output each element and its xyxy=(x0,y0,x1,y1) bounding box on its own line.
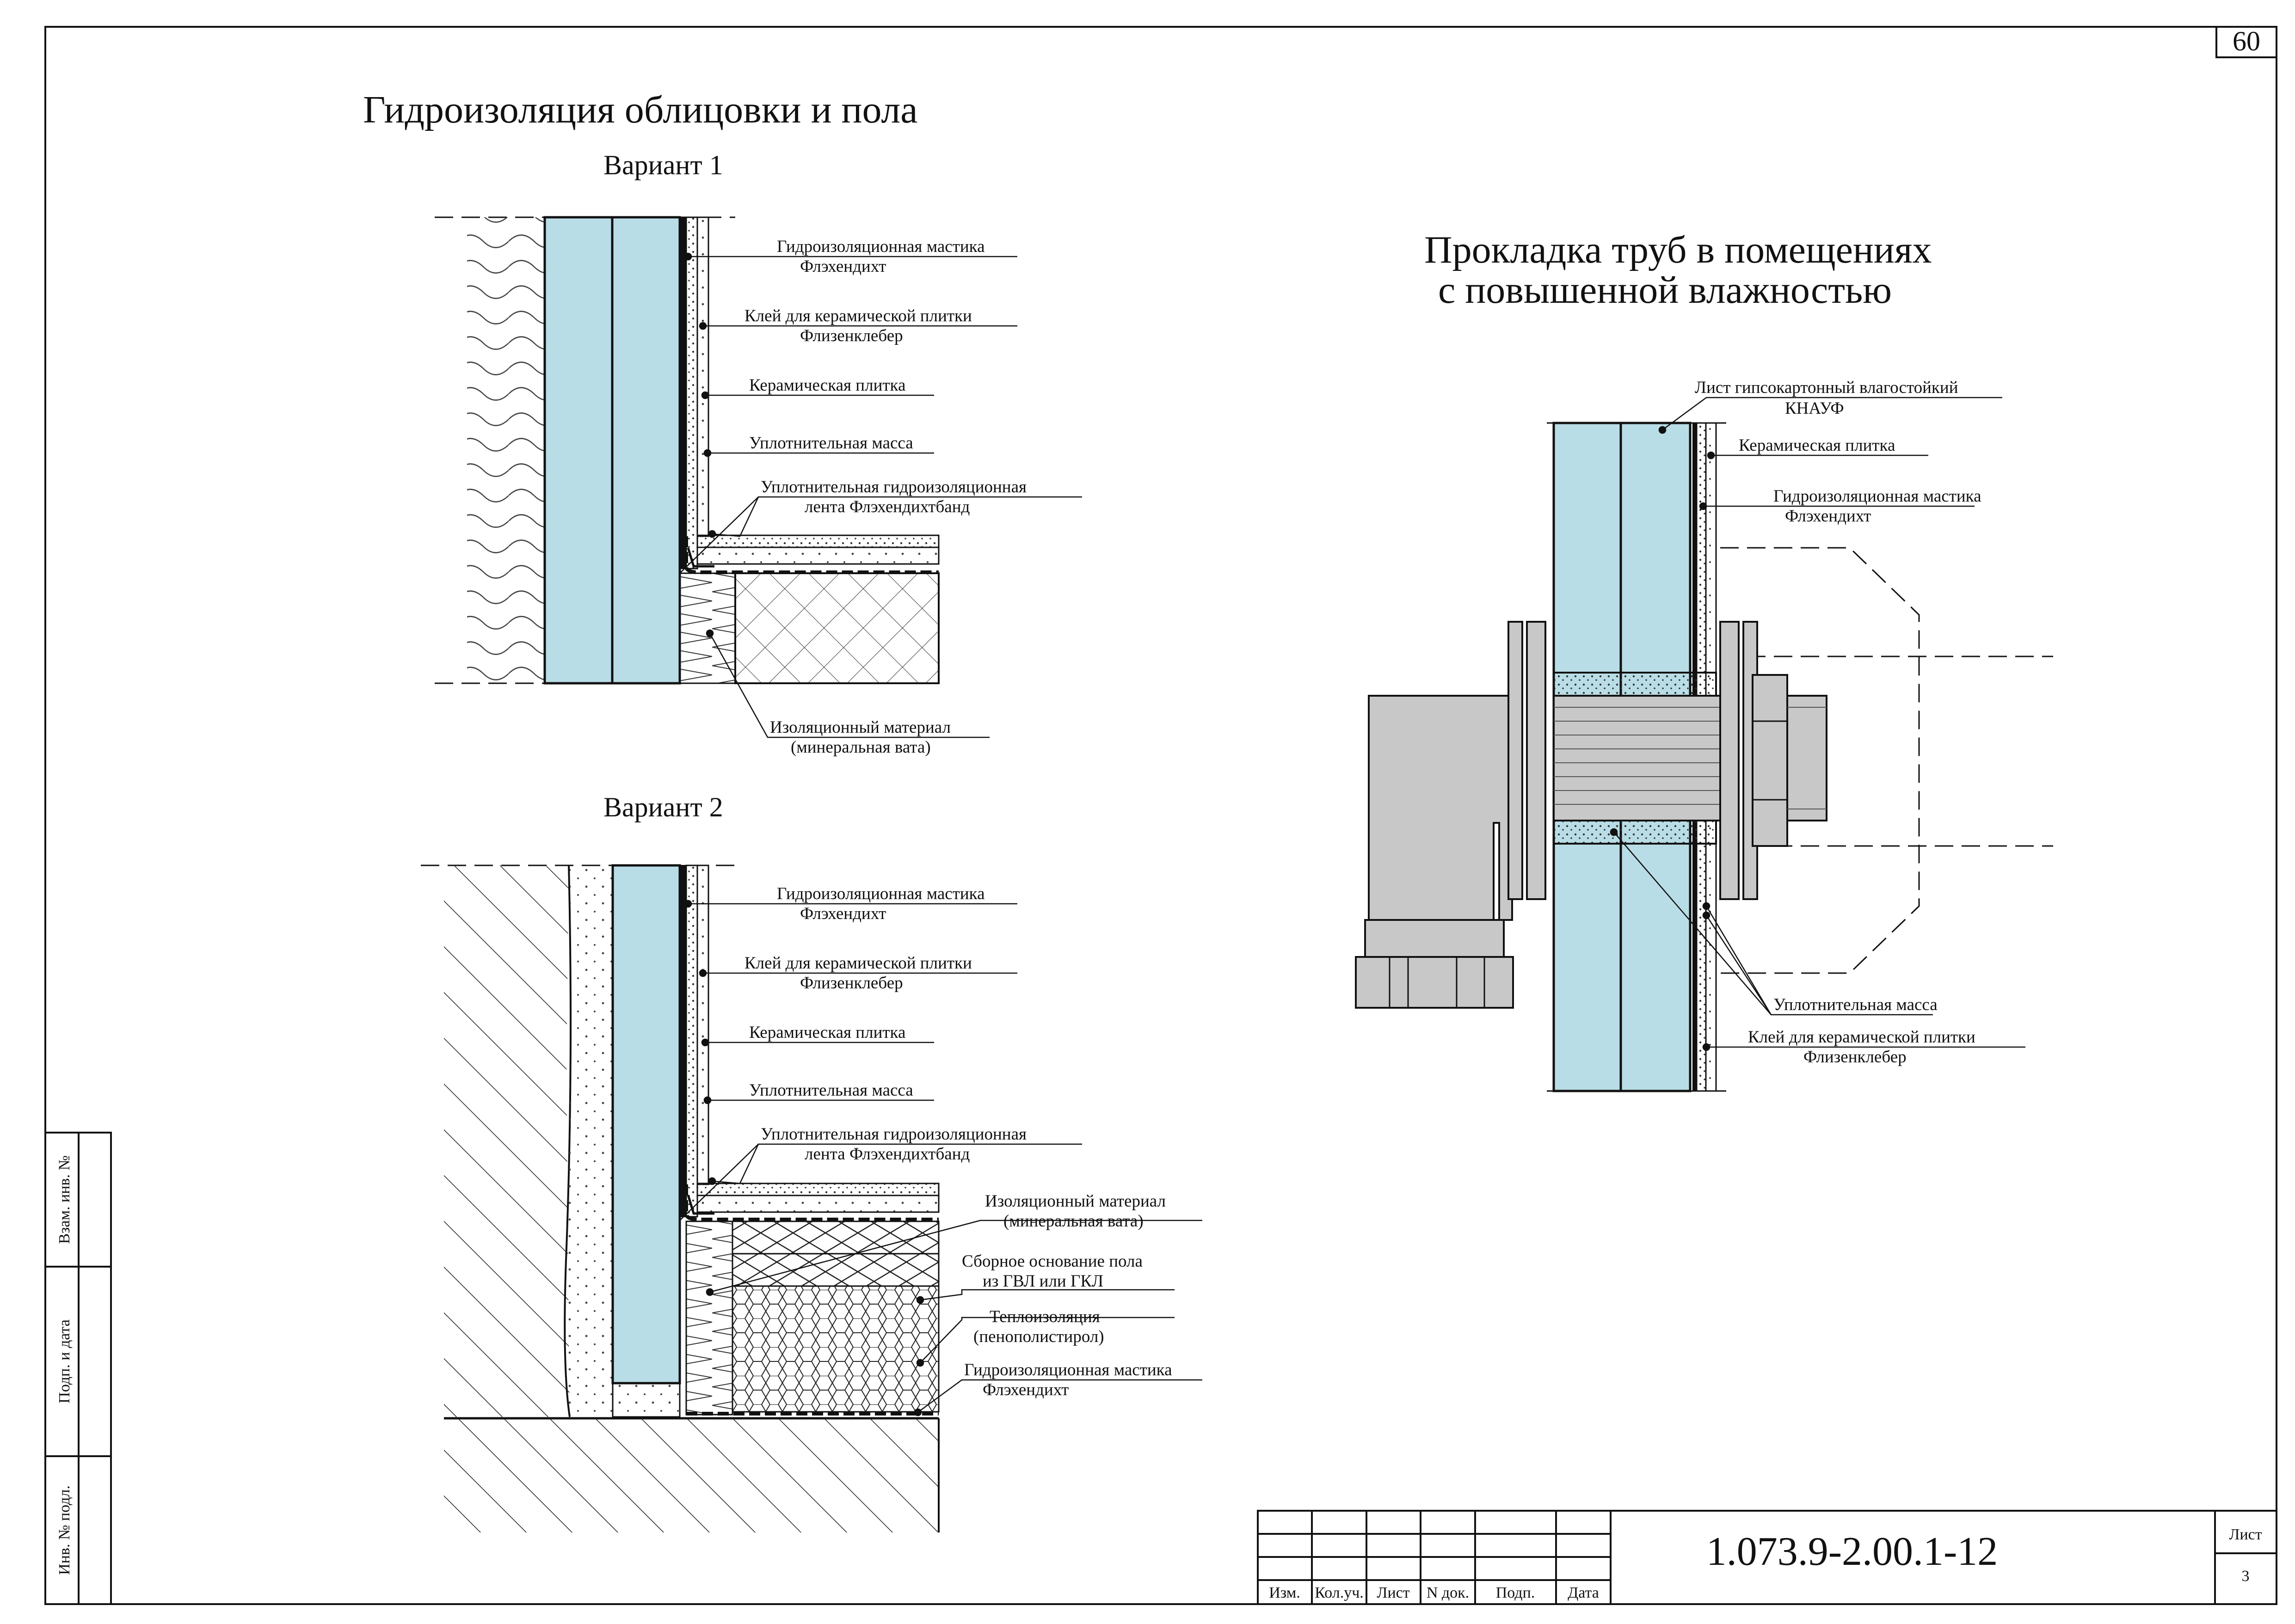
pipe-label-drywall-sub: КНАУФ xyxy=(1785,399,1844,418)
side-stamp-vzam: Взам. инв. № xyxy=(56,1155,73,1244)
v2-label-tile: Керамическая плитка xyxy=(749,1023,905,1042)
v1-label-seal: Уплотнительная масса xyxy=(749,434,913,453)
v2-label-mastic: Гидроизоляционная мастика xyxy=(777,884,985,903)
tb-header-izm: Изм. xyxy=(1269,1584,1300,1601)
v2-label-floor-base-sub: из ГВЛ или ГКЛ xyxy=(983,1272,1103,1291)
document-code: 1.073.9-2.00.1-12 xyxy=(1706,1529,1998,1574)
right-title-line2: с повышенной влажностью xyxy=(1438,269,1892,312)
v2-label-thermal: Теплоизоляция xyxy=(990,1307,1100,1326)
side-stamp: Взам. инв. № Подп. и дата Инв. № подл. xyxy=(44,1132,112,1605)
side-stamp-podp: Подп. и дата xyxy=(56,1319,73,1403)
left-title: Гидроизоляция облицовки и пола xyxy=(363,88,918,131)
v1-label-glue-sub: Флизенклебер xyxy=(800,326,903,345)
pipe-drawing xyxy=(1355,422,2053,1092)
variant1-label-texts: Гидроизоляционная мастика Флэхендихт Кле… xyxy=(744,237,1027,757)
v2-label-mastic-sub: Флэхендихт xyxy=(800,904,886,923)
v1-label-glue: Клей для керамической плитки xyxy=(744,306,972,325)
v2-label-insulation-sub: (минеральная вата) xyxy=(1003,1212,1144,1231)
variant1-drawing xyxy=(435,216,940,685)
v2-label-insulation: Изоляционный материал xyxy=(985,1192,1166,1211)
variant2-drawing xyxy=(421,864,940,1532)
variant1-labels xyxy=(679,252,1082,738)
pipe-label-texts: Лист гипсокартонный влагостойкий КНАУФ К… xyxy=(1695,378,1981,1066)
v2-label-tape-sub: лента Флэхендихтбанд xyxy=(805,1145,970,1164)
list-label: Лист xyxy=(2229,1526,2262,1543)
right-title-line1: Прокладка труб в помещениях xyxy=(1424,228,1932,271)
title-block-headers: Изм. Кол.уч. Лист N док. Подп. Дата xyxy=(1269,1584,1599,1601)
tb-header-podp: Подп. xyxy=(1496,1584,1535,1601)
v2-label-glue: Клей для керамической плитки xyxy=(744,954,972,973)
v1-label-mastic: Гидроизоляционная мастика xyxy=(777,237,985,256)
v2-label-mastic-floor-sub: Флэхендихт xyxy=(983,1380,1069,1399)
variant2-title: Вариант 2 xyxy=(603,792,723,822)
tb-header-ndok: N док. xyxy=(1427,1584,1469,1601)
side-stamp-inv: Инв. № подл. xyxy=(56,1485,73,1575)
pipe-label-glue: Клей для керамической плитки xyxy=(1748,1028,1975,1047)
tb-header-data: Дата xyxy=(1568,1584,1599,1601)
v2-label-floor-base: Сборное основание пола xyxy=(962,1252,1143,1271)
pipe-label-drywall: Лист гипсокартонный влагостойкий xyxy=(1695,378,1958,397)
pipe-label-mastic-sub: Флэхендихт xyxy=(1785,507,1871,526)
title-block xyxy=(1257,1510,2277,1605)
v1-label-insulation-sub: (минеральная вата) xyxy=(791,738,931,757)
v2-label-tape: Уплотнительная гидроизоляционная xyxy=(761,1125,1027,1144)
variant2-label-texts: Гидроизоляционная мастика Флэхендихт Кле… xyxy=(744,884,1172,1399)
pipe-label-tile: Керамическая плитка xyxy=(1739,436,1895,455)
v1-label-tape: Уплотнительная гидроизоляционная xyxy=(761,478,1027,496)
tb-header-list: Лист xyxy=(1377,1584,1409,1601)
v2-label-seal: Уплотнительная масса xyxy=(749,1081,913,1100)
outer-frame xyxy=(44,26,2277,1605)
sheet-number-box xyxy=(2215,26,2277,58)
tb-header-kol: Кол.уч. xyxy=(1315,1584,1364,1601)
pipe-label-seal: Уплотнительная масса xyxy=(1773,995,1938,1014)
sheet-number: 60 xyxy=(2233,26,2260,56)
v2-label-mastic-floor: Гидроизоляционная мастика xyxy=(964,1360,1172,1379)
v1-label-mastic-sub: Флэхендихт xyxy=(800,257,886,276)
v1-label-tape-sub: лента Флэхендихтбанд xyxy=(805,497,970,516)
v1-label-insulation: Изоляционный материал xyxy=(770,718,951,737)
pipe-label-mastic: Гидроизоляционная мастика xyxy=(1773,487,1981,506)
pipe-labels xyxy=(1610,397,2025,1051)
v1-label-tile: Керамическая плитка xyxy=(749,376,905,395)
variant2-labels xyxy=(679,900,1202,1416)
list-number: 3 xyxy=(2242,1568,2250,1585)
variant1-title: Вариант 1 xyxy=(603,150,723,180)
v2-label-glue-sub: Флизенклебер xyxy=(800,974,903,993)
v2-label-thermal-sub: (пенополистирол) xyxy=(973,1327,1104,1346)
pipe-label-glue-sub: Флизенклебер xyxy=(1803,1048,1907,1066)
